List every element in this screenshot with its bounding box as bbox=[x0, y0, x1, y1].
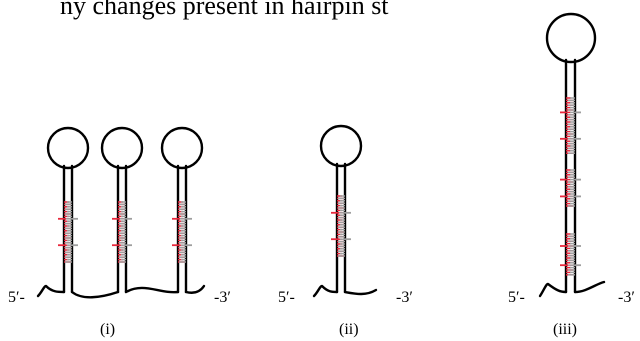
panel-ii-3prime-label: -3′ bbox=[396, 289, 413, 306]
panel-ii-caption: (ii) bbox=[339, 321, 359, 338]
panel-i-5prime-tail bbox=[36, 284, 66, 298]
panel-iii-3prime-tail bbox=[573, 280, 606, 294]
panel-i-hairpin-2-loop bbox=[100, 126, 144, 170]
panel-i-5prime-label: 5′- bbox=[8, 289, 25, 306]
panel-ii-3prime-tail bbox=[343, 288, 378, 296]
panel-ii bbox=[312, 124, 378, 298]
panel-ii-5prime-tail bbox=[312, 284, 339, 298]
panel-iii-hairpin-loop bbox=[545, 12, 597, 64]
panel-iii-5prime-label: 5′- bbox=[508, 289, 525, 306]
panel-iii-3prime-label: -3′ bbox=[618, 289, 635, 306]
panel-i-3prime-tail bbox=[184, 284, 206, 294]
panel-i-linker-2 bbox=[124, 286, 180, 294]
panel-i-hairpin-1-loop bbox=[46, 126, 90, 170]
cropped-header-text: ny changes present in hairpin st bbox=[60, 0, 389, 20]
panel-ii-hairpin-loop bbox=[319, 124, 363, 168]
panel-i-caption: (i) bbox=[100, 321, 115, 338]
panel-i-hairpin-3-loop bbox=[160, 126, 204, 170]
panel-i bbox=[36, 126, 206, 299]
panel-iii-caption: (iii) bbox=[553, 321, 577, 338]
panel-i-linker-1 bbox=[70, 290, 120, 299]
panel-i-3prime-label: -3′ bbox=[214, 289, 231, 306]
panel-iii-5prime-tail bbox=[538, 282, 568, 298]
panel-iii bbox=[538, 12, 606, 298]
panel-ii-5prime-label: 5′- bbox=[278, 289, 295, 306]
